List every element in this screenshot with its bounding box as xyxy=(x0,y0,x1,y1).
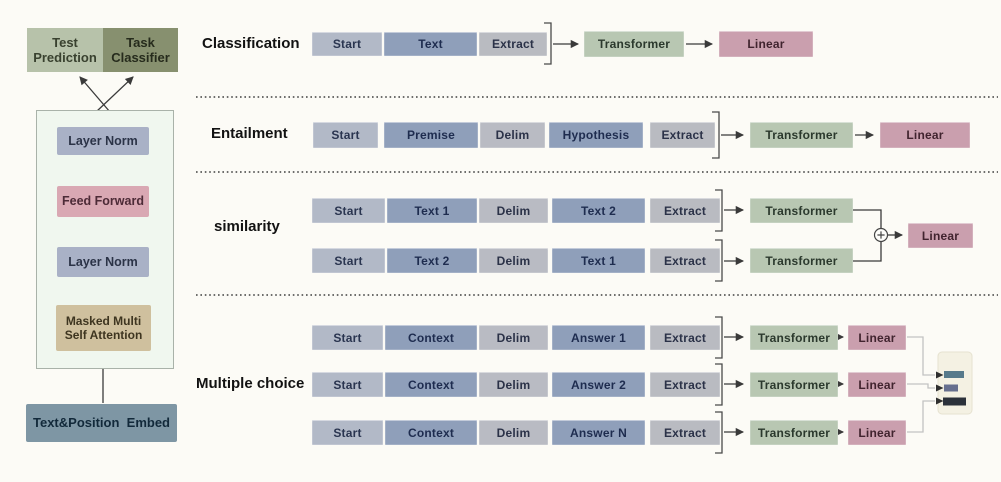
token-delim: Delim xyxy=(479,420,548,445)
token-extract: Extract xyxy=(650,198,720,223)
text-position-embed-box: Text&Position Embed xyxy=(26,404,177,442)
plus-circle-icon xyxy=(873,227,889,243)
token-start: Start xyxy=(313,122,378,148)
token-delim: Delim xyxy=(479,198,548,223)
token-text1: Text 1 xyxy=(552,248,645,273)
token-extract: Extract xyxy=(650,248,720,273)
token-extract: Extract xyxy=(650,372,720,397)
token-text1: Text 1 xyxy=(387,198,477,223)
token-start: Start xyxy=(312,420,383,445)
transformer-box: Transformer xyxy=(750,122,853,148)
token-context: Context xyxy=(385,325,477,350)
answer-score-bar-n xyxy=(943,397,966,406)
test-prediction-head: Test Prediction xyxy=(27,28,103,72)
token-premise: Premise xyxy=(384,122,478,148)
transformer-box: Transformer xyxy=(750,372,838,397)
token-start: Start xyxy=(312,325,383,350)
token-answer2: Answer 2 xyxy=(552,372,645,397)
token-start: Start xyxy=(312,198,385,223)
linear-box: Linear xyxy=(719,31,813,57)
token-extract: Extract xyxy=(650,325,720,350)
token-extract: Extract xyxy=(650,420,720,445)
linear-box: Linear xyxy=(848,372,906,397)
concat-bracket xyxy=(544,22,723,454)
section-label-multiple-choice: Multiple choice xyxy=(196,375,305,392)
token-extract: Extract xyxy=(650,122,715,148)
flow-arrows xyxy=(553,39,875,437)
layer-norm-bottom-box: Layer Norm xyxy=(57,247,149,277)
token-hypothesis: Hypothesis xyxy=(549,122,643,148)
token-delim: Delim xyxy=(479,248,548,273)
token-start: Start xyxy=(312,32,382,56)
token-context: Context xyxy=(385,372,477,397)
token-answerN: Answer N xyxy=(552,420,645,445)
token-delim: Delim xyxy=(479,372,548,397)
linear-box: Linear xyxy=(848,325,906,350)
transformer-box: Transformer xyxy=(750,248,853,273)
token-extract: Extract xyxy=(479,32,547,56)
layer-norm-top-box: Layer Norm xyxy=(57,127,149,155)
linear-box: Linear xyxy=(880,122,970,148)
section-label-entailment: Entailment xyxy=(211,125,288,142)
transformer-box: Transformer xyxy=(750,420,838,445)
linear-box: Linear xyxy=(908,223,973,248)
token-text: Text xyxy=(384,32,477,56)
transformer-box: Transformer xyxy=(750,325,838,350)
dotted-section-divider xyxy=(196,96,998,296)
answer-score-bar-2 xyxy=(944,384,958,392)
transformer-box: Transformer xyxy=(750,198,853,223)
choice-output-connectors xyxy=(907,336,935,433)
linear-box: Linear xyxy=(848,420,906,445)
token-context: Context xyxy=(385,420,477,445)
token-answer1: Answer 1 xyxy=(552,325,645,350)
section-label-classification: Classification xyxy=(202,35,300,52)
token-start: Start xyxy=(312,248,385,273)
answer-score-bar-1 xyxy=(944,371,964,378)
section-label-similarity: similarity xyxy=(214,218,280,235)
token-delim: Delim xyxy=(479,325,548,350)
token-text2: Text 2 xyxy=(387,248,477,273)
token-start: Start xyxy=(312,372,383,397)
token-delim: Delim xyxy=(480,122,545,148)
similarity-merge xyxy=(853,209,904,262)
feed-forward-box: Feed Forward xyxy=(57,186,149,217)
token-text2: Text 2 xyxy=(552,198,645,223)
task-classifier-head: Task Classifier xyxy=(103,28,178,72)
output-bars-icon xyxy=(936,351,973,415)
masked-attention-box: Masked Multi Self Attention xyxy=(56,305,151,351)
transformer-box: Transformer xyxy=(584,31,684,57)
